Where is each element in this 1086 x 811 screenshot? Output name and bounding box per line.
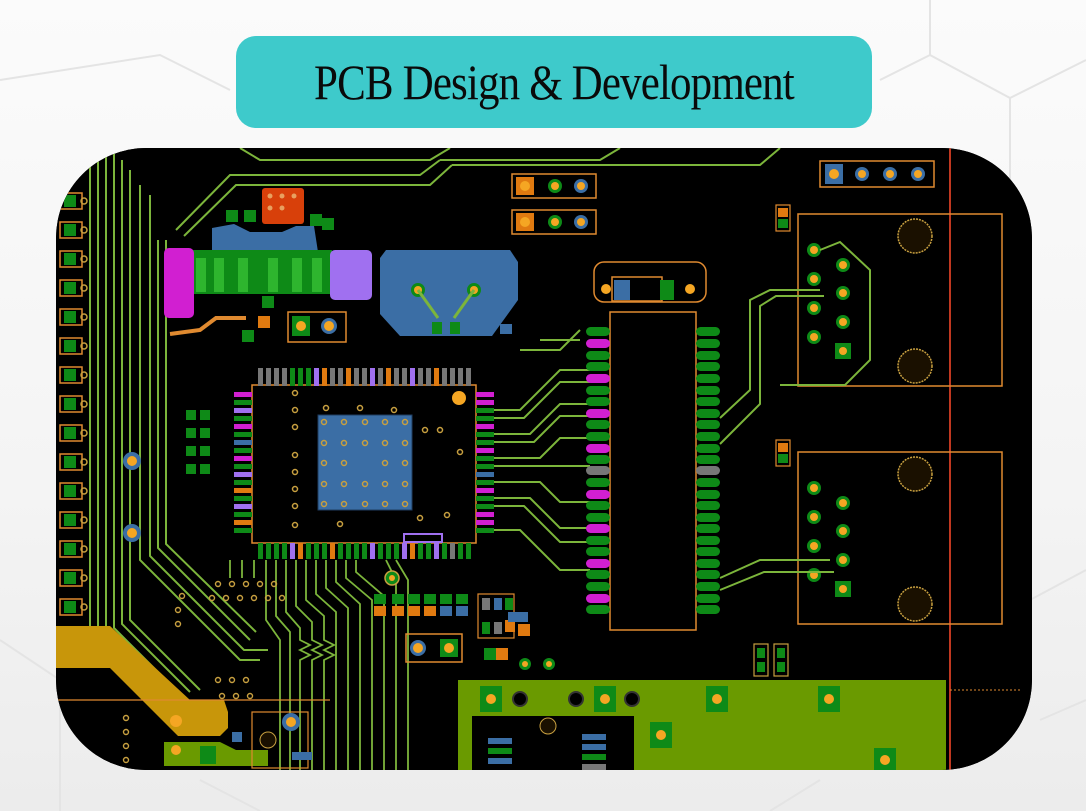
page-title: PCB Design & Development xyxy=(314,54,795,110)
dip-right-pads xyxy=(696,327,720,614)
title-banner: PCB Design & Development xyxy=(236,36,872,128)
qfp-left-pins xyxy=(234,392,252,533)
qfp-right-pins xyxy=(476,392,494,533)
pcb-layout-image xyxy=(56,148,1032,770)
ground-plane-pads xyxy=(480,686,896,770)
qfp-bottom-pins xyxy=(258,543,471,559)
qfp-top-pins xyxy=(258,368,471,386)
connector-upper xyxy=(719,213,1003,445)
pcb-render xyxy=(56,148,1032,770)
connector-lower xyxy=(719,451,1003,625)
dip-left-pads xyxy=(586,327,610,614)
